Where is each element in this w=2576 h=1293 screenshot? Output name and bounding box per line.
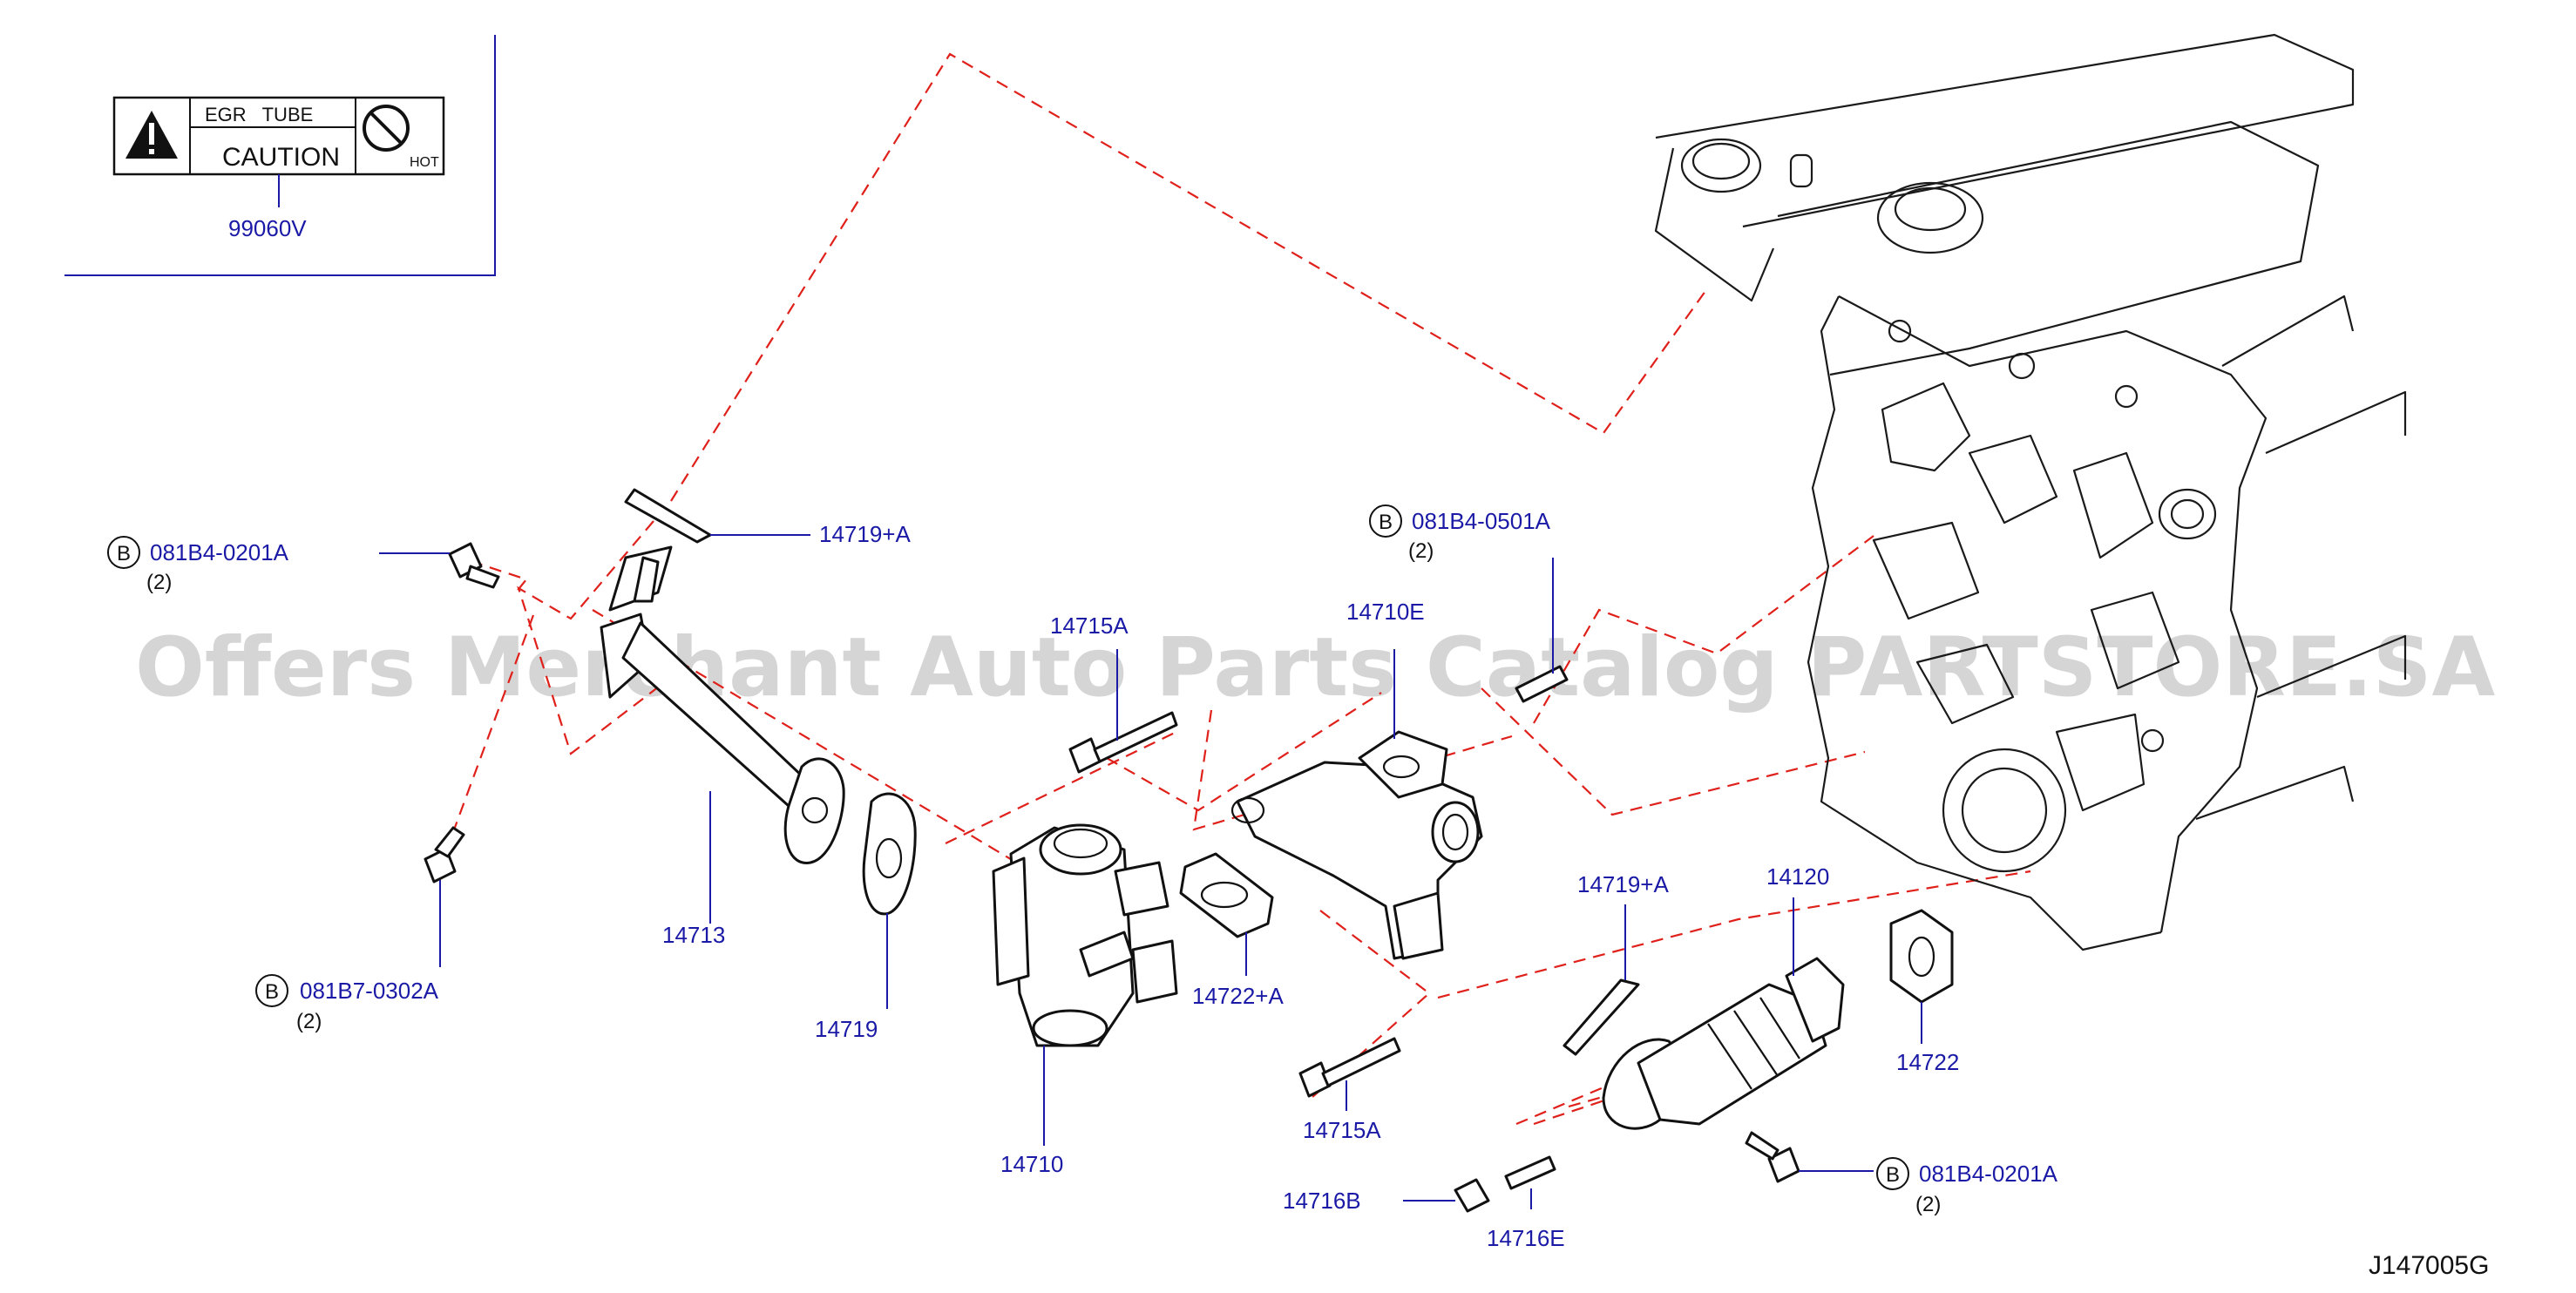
stud-14716e bbox=[1504, 1155, 1556, 1190]
part-number-99060V: 99060V bbox=[228, 215, 307, 241]
bolt-081b4-0201a-upper bbox=[448, 542, 500, 589]
callout-081b4-0201a-upper: 081B4-0201A bbox=[150, 539, 289, 565]
callout-14716b: 14716B bbox=[1283, 1188, 1361, 1214]
badge-letter: B bbox=[117, 542, 131, 565]
bolt-081b4-0201a-lower bbox=[1745, 1131, 1800, 1183]
gasket-14719 bbox=[862, 792, 917, 916]
egr-valve-14710 bbox=[992, 823, 1178, 1047]
callout-14722: 14722 bbox=[1896, 1049, 1959, 1075]
egr-tube-14713 bbox=[600, 545, 845, 864]
badge-letter: B bbox=[1379, 511, 1393, 534]
callouts: 14719+A B 081B4-0201A (2) B 081B4-0501A … bbox=[107, 504, 2058, 1251]
qty-081b4-0201a-upper: (2) bbox=[146, 571, 172, 594]
nut-14716b bbox=[1454, 1178, 1490, 1213]
gasket-14722a bbox=[1179, 852, 1274, 938]
callout-081b7-0302a: 081B7-0302A bbox=[300, 978, 439, 1004]
gasket-14719a-lower bbox=[1563, 978, 1640, 1056]
callout-14719a-lower: 14719+A bbox=[1577, 871, 1669, 897]
callout-14715a-lower: 14715A bbox=[1303, 1117, 1381, 1143]
badge-circle bbox=[1369, 504, 1402, 538]
stud-081b4-0501a bbox=[1515, 665, 1569, 703]
callout-14713: 14713 bbox=[662, 922, 725, 948]
egr-cooler-14120 bbox=[1602, 957, 1845, 1130]
qty-081b7-0302a: (2) bbox=[296, 1010, 322, 1033]
callout-14722a: 14722+A bbox=[1192, 983, 1284, 1009]
badge-letter: B bbox=[265, 980, 279, 1004]
callout-081b4-0201a-lower: 081B4-0201A bbox=[1919, 1161, 2058, 1187]
qty-081b4-0201a-lower: (2) bbox=[1915, 1193, 1941, 1216]
callout-14715a-upper: 14715A bbox=[1050, 613, 1129, 639]
qty-081b4-0501a: (2) bbox=[1408, 539, 1434, 563]
gasket-14719a-upper bbox=[624, 488, 712, 544]
inset-frame bbox=[64, 35, 496, 276]
callout-14120: 14120 bbox=[1766, 863, 1829, 890]
badge-circle bbox=[255, 974, 288, 1007]
caution-warning: CAUTION bbox=[222, 143, 340, 172]
caution-header: EGR TUBE bbox=[205, 104, 313, 125]
warning-triangle-icon bbox=[125, 111, 178, 159]
badge-circle bbox=[107, 536, 140, 569]
engine-block-drawing bbox=[1654, 33, 2407, 951]
badge-letter: B bbox=[1886, 1163, 1900, 1187]
callout-14710e: 14710E bbox=[1346, 599, 1425, 625]
gasket-14722 bbox=[1889, 909, 1954, 1004]
bracket-14710e bbox=[1230, 730, 1483, 960]
callout-14716e: 14716E bbox=[1487, 1225, 1565, 1251]
bolt-14715a-lower bbox=[1298, 1037, 1401, 1098]
badge-circle bbox=[1876, 1157, 1909, 1190]
callout-14719a-upper: 14719+A bbox=[819, 521, 911, 547]
leader-lines bbox=[379, 534, 1922, 1209]
callout-14719: 14719 bbox=[815, 1016, 878, 1042]
caution-hot: HOT bbox=[410, 155, 439, 170]
drawing-code: J147005G bbox=[2369, 1251, 2489, 1280]
bolt-081b7-0302a bbox=[424, 826, 465, 883]
watermark-text: Offers Merchant Auto Parts Catalog PARTS… bbox=[135, 620, 2495, 715]
no-touch-icon bbox=[363, 105, 410, 152]
callout-14710: 14710 bbox=[1000, 1151, 1063, 1177]
bolt-14715a-upper bbox=[1068, 711, 1178, 774]
callout-081b4-0501a: 081B4-0501A bbox=[1412, 508, 1551, 534]
caution-label-inset: EGR TUBE CAUTION HOT 99060V bbox=[64, 35, 496, 276]
